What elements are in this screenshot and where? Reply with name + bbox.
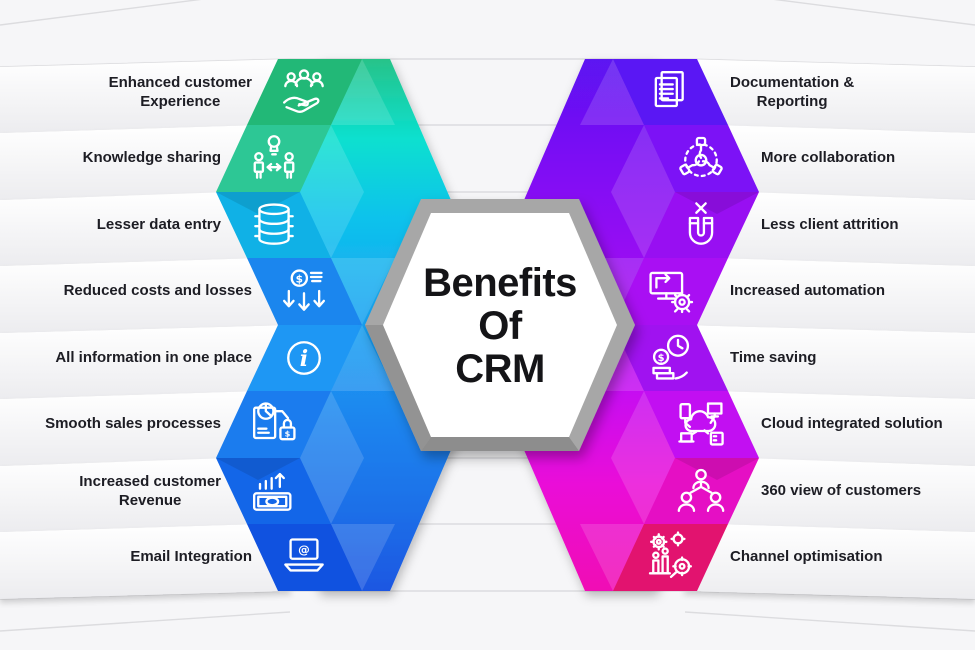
sales-process-icon: $: [246, 396, 302, 452]
documents-icon: [643, 64, 699, 120]
row-strip-left-3: [0, 258, 292, 333]
band-right-5: [644, 391, 759, 458]
information-icon: i: [276, 330, 332, 386]
gears-optimisation-icon: [643, 529, 699, 585]
email-laptop-icon: @: [276, 529, 332, 585]
band-left-5: [216, 391, 331, 458]
hexagon-shade-left: [365, 325, 431, 451]
row-strip-left-2: [0, 192, 261, 266]
row-strip-right-4: [683, 325, 975, 399]
cost-reduction-icon: $: [276, 263, 332, 319]
band-left-4: [247, 325, 362, 391]
collaboration-hands-icon: [673, 131, 729, 187]
row-strip-right-7: [683, 524, 975, 599]
svg-text:$: $: [296, 273, 303, 285]
customer-care-icon: [276, 64, 332, 120]
row-strip-right-5: [714, 391, 975, 466]
svg-text:i: i: [300, 346, 308, 372]
cloud-network-icon: [673, 396, 729, 452]
hexagon-shade-bottom: [421, 437, 579, 451]
band-left-6: [216, 458, 331, 524]
row-strip-right-1: [714, 125, 975, 200]
row-strip-left-1: [0, 125, 261, 200]
band-left-0: [247, 59, 362, 125]
hexagon: [365, 199, 635, 451]
row-strip-left-6: [0, 458, 261, 532]
row-strip-right-0: [683, 59, 975, 133]
band-left-1: [216, 125, 331, 192]
svg-text:@: @: [298, 543, 310, 557]
clock-money-icon: $: [643, 330, 699, 386]
database-icon: [246, 197, 302, 253]
band-right-6: [644, 458, 759, 524]
band-left-2: [216, 192, 331, 258]
band-left-7: [247, 524, 362, 591]
knowledge-sharing-icon: [246, 131, 302, 187]
hexagon-face: [383, 213, 617, 437]
left-ribbon: [216, 59, 362, 591]
row-strip-left-5: [0, 391, 261, 466]
band-right-3: [613, 258, 728, 325]
band-right-7: [613, 524, 728, 591]
revenue-growth-icon: [246, 463, 302, 519]
fold-shadows: [216, 192, 759, 480]
svg-text:$: $: [658, 353, 665, 364]
band-left-3: [247, 258, 362, 325]
row-strip-left-7: [0, 524, 292, 599]
customer-network-icon: [673, 463, 729, 519]
svg-text:$: $: [285, 428, 291, 438]
band-right-2: [644, 192, 759, 258]
row-strip-left-4: [0, 325, 292, 399]
row-strips: [0, 59, 975, 599]
row-strip-right-2: [714, 192, 975, 266]
band-right-4: [613, 325, 728, 391]
row-strip-right-3: [683, 258, 975, 333]
row-strip-right-6: [714, 458, 975, 532]
row-strip-left-0: [0, 59, 292, 133]
band-right-0: [613, 59, 728, 125]
magnet-retention-icon: [673, 197, 729, 253]
monitor-gear-icon: [643, 263, 699, 319]
